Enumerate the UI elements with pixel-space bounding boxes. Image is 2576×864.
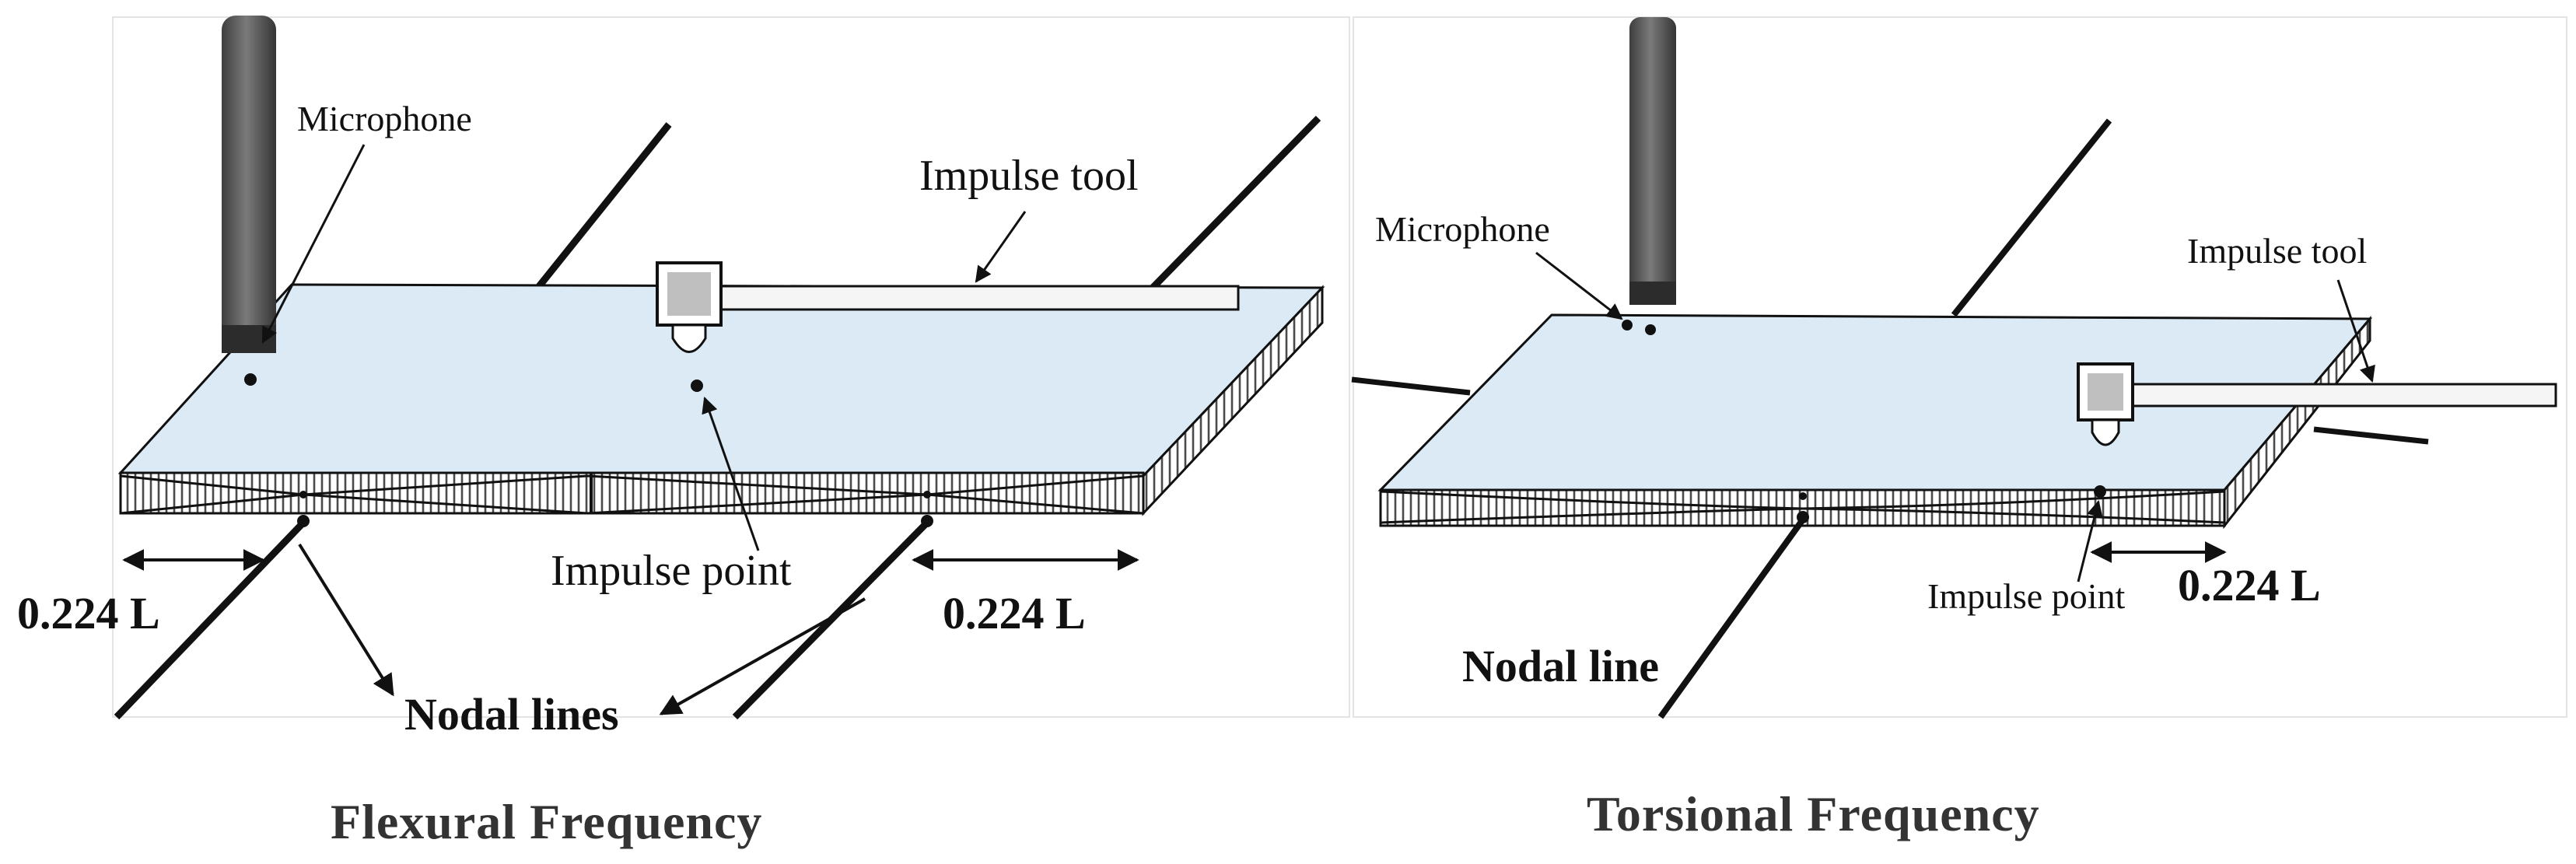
mode-shape-curve-2 — [1380, 490, 2225, 524]
impulse-point-leader — [702, 397, 760, 551]
torsional-panel: Microphone Impulse tool Impulse point 0.… — [1351, 16, 2567, 841]
plate-flexural — [117, 283, 1325, 516]
impulse-tool-handle — [714, 285, 1240, 311]
panel-frame — [1353, 16, 2567, 718]
nodal-line-left — [114, 519, 306, 720]
support-line-left-stub — [1351, 376, 1471, 396]
microphone-label: Microphone — [297, 99, 472, 138]
impulse-tool-tip — [2091, 418, 2120, 446]
nodal-line-label: Nodal line — [1462, 641, 1659, 691]
impulse-tool-head-inner — [667, 272, 711, 316]
microphone-leader — [261, 144, 366, 344]
torsional-caption: Torsional Frequency — [1587, 786, 2040, 841]
dim-label: 0.224 L — [2178, 560, 2321, 610]
plate-torsional — [1377, 313, 2373, 530]
impulse-tool-tip — [671, 324, 707, 353]
impulse-tool-head-inner — [2088, 373, 2123, 411]
support-line-back-left — [534, 122, 672, 292]
impulse-tool-flexural — [656, 261, 1240, 392]
impulse-tool-leader — [2336, 279, 2375, 383]
flexural-caption: Flexural Frequency — [331, 794, 762, 849]
microphone-point — [244, 373, 257, 386]
microphone-torsional — [1622, 17, 1676, 335]
nodal-leader-left — [298, 543, 394, 697]
impulse-tool-torsional — [2077, 362, 2557, 446]
node-dot — [299, 491, 307, 498]
microphone-point — [1645, 324, 1656, 335]
microphone-point — [1622, 320, 1633, 331]
impulse-tool-leader — [975, 211, 1027, 283]
impulse-tool-label: Impulse tool — [2187, 231, 2367, 271]
panel-frame — [112, 16, 1350, 718]
microphone-leader — [1535, 251, 1623, 320]
dim-label-right: 0.224 L — [943, 588, 1086, 638]
node-dot — [923, 491, 931, 498]
nodal-point-left — [297, 515, 310, 527]
nodal-leader-right — [659, 597, 866, 715]
microphone-body — [1629, 17, 1676, 303]
impulse-point-dot — [2094, 485, 2106, 498]
node-dot — [1799, 492, 1807, 500]
impulse-tool-handle — [2128, 383, 2557, 408]
nodal-line — [1657, 517, 1806, 719]
nodal-line-right — [732, 519, 930, 720]
support-line-back-right — [1148, 115, 1321, 292]
impulse-point-label: Impulse point — [1927, 576, 2125, 616]
flexural-panel: Microphone Impulse tool Impulse point 0.… — [17, 16, 1350, 849]
nodal-lines-label: Nodal lines — [404, 689, 619, 740]
microphone-grille — [222, 325, 276, 353]
nodal-point-right — [921, 515, 933, 527]
impulse-point-leader — [2077, 499, 2103, 582]
impulse-point-dot — [691, 380, 703, 392]
dim-label-left: 0.224 L — [17, 588, 160, 638]
microphone-body — [222, 16, 276, 352]
nodal-point — [1797, 511, 1809, 523]
microphone-grille — [1629, 282, 1676, 305]
support-line-right-stub — [2313, 426, 2429, 445]
microphone-label: Microphone — [1375, 209, 1550, 249]
impulse-tool-label: Impulse tool — [919, 152, 1139, 200]
impulse-point-label: Impulse point — [551, 547, 792, 595]
support-line-back — [1951, 118, 2112, 317]
